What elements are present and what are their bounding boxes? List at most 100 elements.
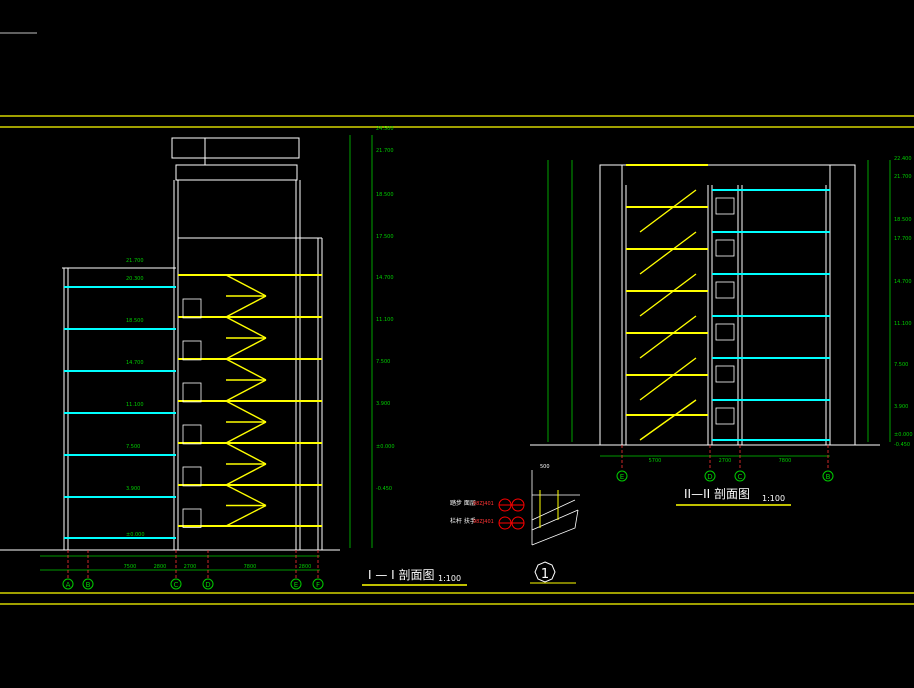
axis-label: C — [738, 473, 743, 481]
window-frame — [182, 424, 202, 445]
level-label: 18.500 — [376, 192, 394, 198]
stair-flight-up — [225, 504, 267, 527]
level-label: 17.500 — [376, 234, 394, 240]
stair-flight — [639, 273, 697, 317]
axis-bubble — [822, 470, 834, 482]
stair-flight-return — [225, 358, 267, 381]
bottom-dim: 2800 — [299, 564, 312, 570]
bottom-dim: 5700 — [649, 458, 662, 464]
section-1-title: I — I 剖面图 — [368, 568, 435, 582]
stair-detail: 1 踏步 面层 栏杆 扶手 98ZJ401 98ZJ401 500 — [450, 464, 580, 584]
level-label: -0.450 — [376, 486, 392, 492]
axis-label: F — [316, 581, 320, 589]
section-1-title-block: I — I 剖面图 1:100 — [362, 568, 467, 586]
section-2-stair-flights — [639, 189, 697, 441]
section-1-left-level-labels: 21.70020.30018.50014.70011.1007.5003.900… — [126, 258, 145, 538]
section-1-walls — [0, 137, 340, 551]
level-label: 11.100 — [376, 317, 394, 323]
stair-flight-return — [225, 442, 267, 465]
stair-flight — [639, 399, 697, 441]
left-level-label: 14.700 — [126, 360, 144, 366]
level-label: 7.500 — [376, 359, 390, 365]
stair-flight-up — [225, 421, 267, 444]
axis-bubble — [312, 578, 324, 590]
level-label: 22.400 — [894, 156, 912, 162]
level-label: ±0.000 — [376, 444, 395, 450]
stair-flight — [639, 189, 697, 233]
detail-number: 1 — [541, 567, 549, 582]
detail-ref2: 98ZJ401 — [473, 519, 494, 525]
bottom-dim: 7800 — [244, 564, 257, 570]
detail-marker-1a — [498, 498, 525, 512]
section-2-title: II—II 剖面图 — [684, 487, 750, 501]
stair-detail-lines — [531, 470, 580, 546]
bottom-dim: 7500 — [124, 564, 137, 570]
axis-label: D — [205, 581, 210, 589]
level-label: 18.500 — [894, 217, 912, 223]
section-1-stair-flights — [225, 274, 267, 527]
window-frame — [182, 382, 202, 403]
section-1-dimension-lines — [40, 135, 373, 571]
section-1-level-labels: 24.50021.70018.50017.50014.70011.1007.50… — [376, 126, 395, 492]
axis-bubble — [704, 470, 716, 482]
left-level-label: 21.700 — [126, 258, 144, 264]
section-1-drawing: A B C D E F — [0, 135, 373, 590]
left-level-label: 3.900 — [126, 486, 140, 492]
axis-bubble — [734, 470, 746, 482]
stair-flight-up — [225, 463, 267, 486]
section-2-windows — [715, 197, 735, 425]
window-frame — [715, 197, 735, 215]
level-label: 24.500 — [376, 126, 394, 132]
axis-label: E — [294, 581, 298, 589]
level-label: 7.500 — [894, 362, 908, 368]
section-1-windows — [182, 298, 202, 528]
stair-flight-return — [225, 400, 267, 423]
level-label: -0.450 — [894, 442, 910, 448]
left-level-label: 18.500 — [126, 318, 144, 324]
window-frame — [182, 466, 202, 487]
section-2-dimension-lines — [547, 160, 891, 457]
section-1-scale: 1:100 — [438, 574, 461, 583]
section-1-axis-grid: A B C D E F — [62, 550, 324, 590]
level-label: 17.700 — [894, 236, 912, 242]
window-frame — [182, 298, 202, 319]
axis-bubble — [82, 578, 94, 590]
section-1-bottom-dimensions: 7500 2800 2700 7800 2800 — [124, 564, 312, 570]
stair-flight — [639, 231, 697, 275]
window-frame — [715, 323, 735, 341]
window-frame — [715, 365, 735, 383]
stair-flight-return — [225, 484, 267, 507]
left-level-label: ±0.000 — [126, 532, 145, 538]
axis-bubble — [170, 578, 182, 590]
section-2-floor-slabs — [626, 164, 830, 441]
axis-label: B — [826, 473, 831, 481]
level-label: 3.900 — [894, 404, 908, 410]
axis-bubble — [202, 578, 214, 590]
stair-flight-up — [225, 337, 267, 360]
detail-number-marker — [534, 561, 556, 583]
axis-label: B — [86, 581, 91, 589]
axis-label: C — [174, 581, 179, 589]
level-label: 21.700 — [894, 174, 912, 180]
section-2-title-block: II—II 剖面图 1:100 — [676, 487, 791, 506]
window-frame — [715, 239, 735, 257]
axis-label: A — [66, 581, 71, 589]
stair-flight-up — [225, 379, 267, 402]
axis-bubble — [62, 578, 74, 590]
detail-row2-label: 栏杆 扶手 — [450, 517, 476, 525]
bottom-dim: 2700 — [184, 564, 197, 570]
level-label: 14.700 — [376, 275, 394, 281]
level-label: 3.900 — [376, 401, 390, 407]
bottom-dim: 2800 — [154, 564, 167, 570]
stair-flight — [639, 357, 697, 401]
detail-row1-label: 踏步 面层 — [450, 499, 476, 507]
detail-marker-1b — [498, 516, 525, 530]
window-frame — [182, 340, 202, 361]
axis-label: D — [707, 473, 712, 481]
left-level-label: 20.300 — [126, 276, 144, 282]
section-2-level-labels: 22.40021.70018.50017.70014.70011.1007.50… — [894, 156, 913, 448]
section-1-floor-slabs — [64, 274, 322, 539]
